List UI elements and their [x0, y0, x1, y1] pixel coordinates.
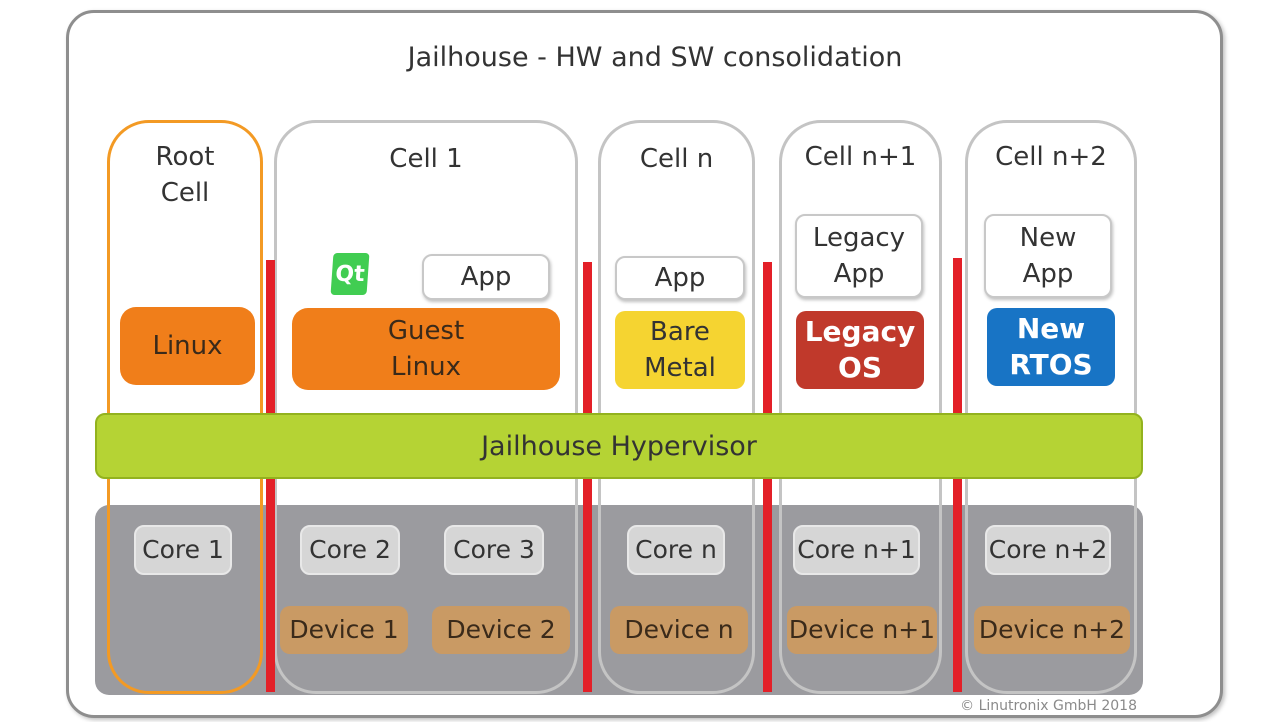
- qt-logo-icon: Qt: [330, 253, 370, 295]
- bare-metal-os: Bare Metal: [615, 311, 745, 389]
- legacy-os: Legacy OS: [796, 311, 924, 389]
- diagram-title: Jailhouse - HW and SW consolidation: [407, 42, 903, 73]
- core-n: Core n: [627, 525, 725, 575]
- core-3: Core 3: [444, 525, 544, 575]
- cell-n-app: App: [615, 256, 745, 300]
- new-rtos: New RTOS: [987, 308, 1115, 386]
- cell-n: Cell n: [598, 120, 755, 694]
- cell-1: Cell 1: [274, 120, 578, 694]
- device-n-plus-2: Device n+2: [974, 606, 1130, 654]
- root-cell-title: Root Cell: [155, 142, 215, 208]
- guest-linux-os: Guest Linux: [292, 308, 560, 390]
- cell-n-title: Cell n: [639, 144, 714, 174]
- root-cell: Root Cell: [107, 120, 263, 694]
- cell-n-plus-2: Cell n+2: [965, 120, 1137, 694]
- device-2: Device 2: [432, 606, 570, 654]
- root-linux-os: Linux: [120, 307, 255, 385]
- legacy-app: Legacy App: [795, 214, 923, 298]
- cell-n-plus-1: Cell n+1: [779, 120, 942, 694]
- device-n-plus-1: Device n+1: [787, 606, 937, 654]
- core-n-plus-1: Core n+1: [793, 525, 920, 575]
- core-n-plus-2: Core n+2: [985, 525, 1111, 575]
- jailhouse-hypervisor: Jailhouse Hypervisor: [95, 413, 1143, 479]
- core-2: Core 2: [300, 525, 400, 575]
- cell-1-title: Cell 1: [389, 144, 463, 174]
- core-1: Core 1: [134, 525, 232, 575]
- device-n: Device n: [610, 606, 748, 654]
- cell-n-plus-2-title: Cell n+2: [995, 142, 1107, 172]
- device-1: Device 1: [280, 606, 408, 654]
- copyright: © Linutronix GmbH 2018: [960, 698, 1137, 714]
- cell-1-app: App: [422, 254, 550, 300]
- new-app: New App: [984, 214, 1112, 298]
- cell-n-plus-1-title: Cell n+1: [804, 142, 917, 172]
